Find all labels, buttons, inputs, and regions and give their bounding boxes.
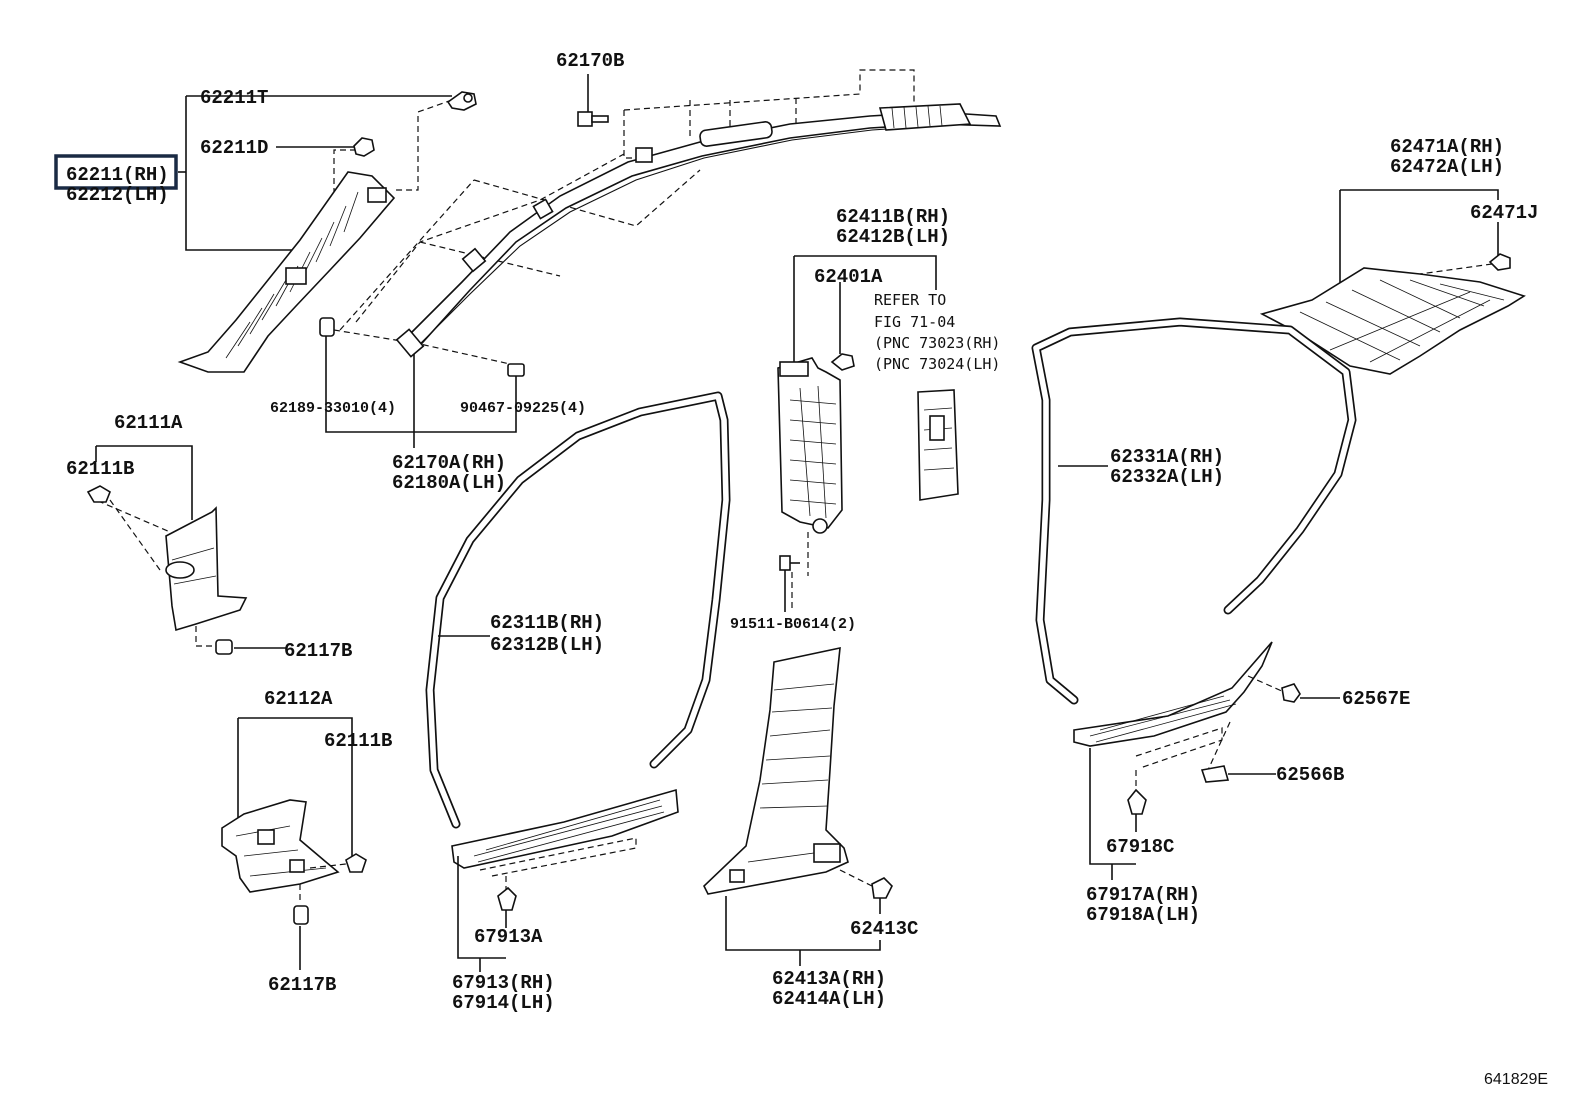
cowl-side-trim-lh-group: [221, 717, 367, 970]
label-62566B[interactable]: 62566B: [1276, 764, 1344, 786]
clip-67918C-icon: [1127, 788, 1147, 832]
front-door-opening-trim-group: [425, 391, 731, 829]
label-62111B-bottom[interactable]: 62111B: [324, 730, 392, 752]
inflator-icon: [699, 103, 972, 147]
rear-door-opening-trim: [1031, 317, 1357, 705]
label-62331A-rh[interactable]: 62331A(RH): [1110, 446, 1224, 468]
refer-note-line4[interactable]: (PNC 73024(LH): [874, 355, 1000, 373]
label-62111A[interactable]: 62111A: [114, 412, 183, 434]
clip-62401A-icon: [830, 353, 855, 371]
label-91511-B0614[interactable]: 91511-B0614(2): [730, 616, 856, 633]
label-62413C[interactable]: 62413C: [850, 918, 918, 940]
label-67917A-rh[interactable]: 67917A(RH): [1086, 884, 1200, 906]
clip-62111B-bottom-icon: [345, 853, 367, 873]
roof-side-garnish: [1259, 267, 1526, 375]
label-62170A-rh[interactable]: 62170A(RH): [392, 452, 506, 474]
refer-note-line1: REFER TO: [874, 291, 946, 309]
label-62311B-rh[interactable]: 62311B(RH): [490, 612, 604, 634]
front-pillar-garnish-group: [177, 91, 477, 373]
clip-62189-icon: [319, 317, 335, 337]
clip-67913A-icon: [497, 886, 517, 928]
clip-62566B-icon: [1200, 765, 1230, 783]
rear-door-scuff-plate-group: [1073, 641, 1340, 880]
curtain-airbag: [402, 111, 1002, 354]
clip-62211T-icon: [446, 91, 477, 111]
center-pillar-garnish-lower-group: [703, 646, 893, 966]
front-door-scuff-plate: [451, 788, 679, 869]
highlight-box-62211: [54, 154, 178, 190]
label-67913A[interactable]: 67913A: [474, 926, 543, 948]
clip-62471J-icon: [1488, 253, 1511, 271]
curtain-shield-airbag-group: [319, 69, 1002, 448]
label-62211-rh[interactable]: 62211(RH): [66, 164, 169, 186]
label-62212-lh[interactable]: 62212(LH): [66, 184, 169, 206]
label-67913-rh[interactable]: 67913(RH): [452, 972, 555, 994]
diagram-code: 641829E: [1484, 1071, 1548, 1088]
label-62411B-rh[interactable]: 62411B(RH): [836, 206, 950, 228]
refer-note-line3[interactable]: (PNC 73023(RH): [874, 334, 1000, 352]
rear-door-scuff-plate: [1073, 641, 1273, 747]
cowl-side-trim-lh: [221, 799, 340, 893]
roof-side-garnish-group: [1259, 189, 1526, 375]
label-62312B-lh[interactable]: 62312B(LH): [490, 634, 604, 656]
center-pillar-garnish-upper-group: [777, 255, 937, 612]
center-pillar-garnish-upper: [777, 357, 843, 529]
label-62567E[interactable]: 62567E: [1342, 688, 1410, 710]
label-62117B-bottom[interactable]: 62117B: [268, 974, 336, 996]
label-62472A-lh[interactable]: 62472A(LH): [1390, 156, 1504, 178]
cowl-side-trim-rh-group: [86, 445, 286, 655]
clip-62211D-icon: [353, 137, 375, 157]
clip-62117B-top-icon: [215, 639, 233, 655]
label-62414A-lh[interactable]: 62414A(LH): [772, 988, 886, 1010]
label-62471J[interactable]: 62471J: [1470, 202, 1538, 224]
label-62471A-rh[interactable]: 62471A(RH): [1390, 136, 1504, 158]
label-62180A-lh[interactable]: 62180A(LH): [392, 472, 506, 494]
seat-belt-cover: [917, 389, 959, 501]
label-62211T[interactable]: 62211T: [200, 87, 268, 109]
clip-62567E-icon: [1281, 683, 1301, 703]
clip-62111B-icon: [86, 485, 111, 503]
label-67918A-lh[interactable]: 67918A(LH): [1086, 904, 1200, 926]
cowl-side-trim-rh: [165, 506, 248, 632]
label-62189-33010[interactable]: 62189-33010(4): [270, 400, 396, 417]
clip-62413C-icon: [871, 877, 893, 914]
label-62412B-lh[interactable]: 62412B(LH): [836, 226, 950, 248]
label-62332A-lh[interactable]: 62332A(LH): [1110, 466, 1224, 488]
bolt-90467-icon: [507, 363, 525, 392]
label-62117B-top[interactable]: 62117B: [284, 640, 352, 662]
label-62170B[interactable]: 62170B: [556, 50, 624, 72]
refer-note-line2: FIG 71-04: [874, 313, 955, 331]
bolt-62170B-icon: [577, 74, 609, 127]
screw-91511-icon: [779, 555, 800, 571]
label-62401A[interactable]: 62401A: [814, 266, 883, 288]
label-90467-09225[interactable]: 90467-09225(4): [460, 400, 586, 417]
label-62211D[interactable]: 62211D: [200, 137, 268, 159]
label-67918C[interactable]: 67918C: [1106, 836, 1174, 858]
front-door-scuff-plate-group: [451, 788, 679, 972]
label-62112A[interactable]: 62112A: [264, 688, 333, 710]
label-67914-lh[interactable]: 67914(LH): [452, 992, 555, 1014]
label-62413A-rh[interactable]: 62413A(RH): [772, 968, 886, 990]
rear-door-opening-trim-group: [1031, 317, 1357, 705]
clip-62117B-bottom-icon: [293, 905, 309, 925]
refer-to-note-group: [917, 389, 959, 501]
label-62111B-top[interactable]: 62111B: [66, 458, 134, 480]
